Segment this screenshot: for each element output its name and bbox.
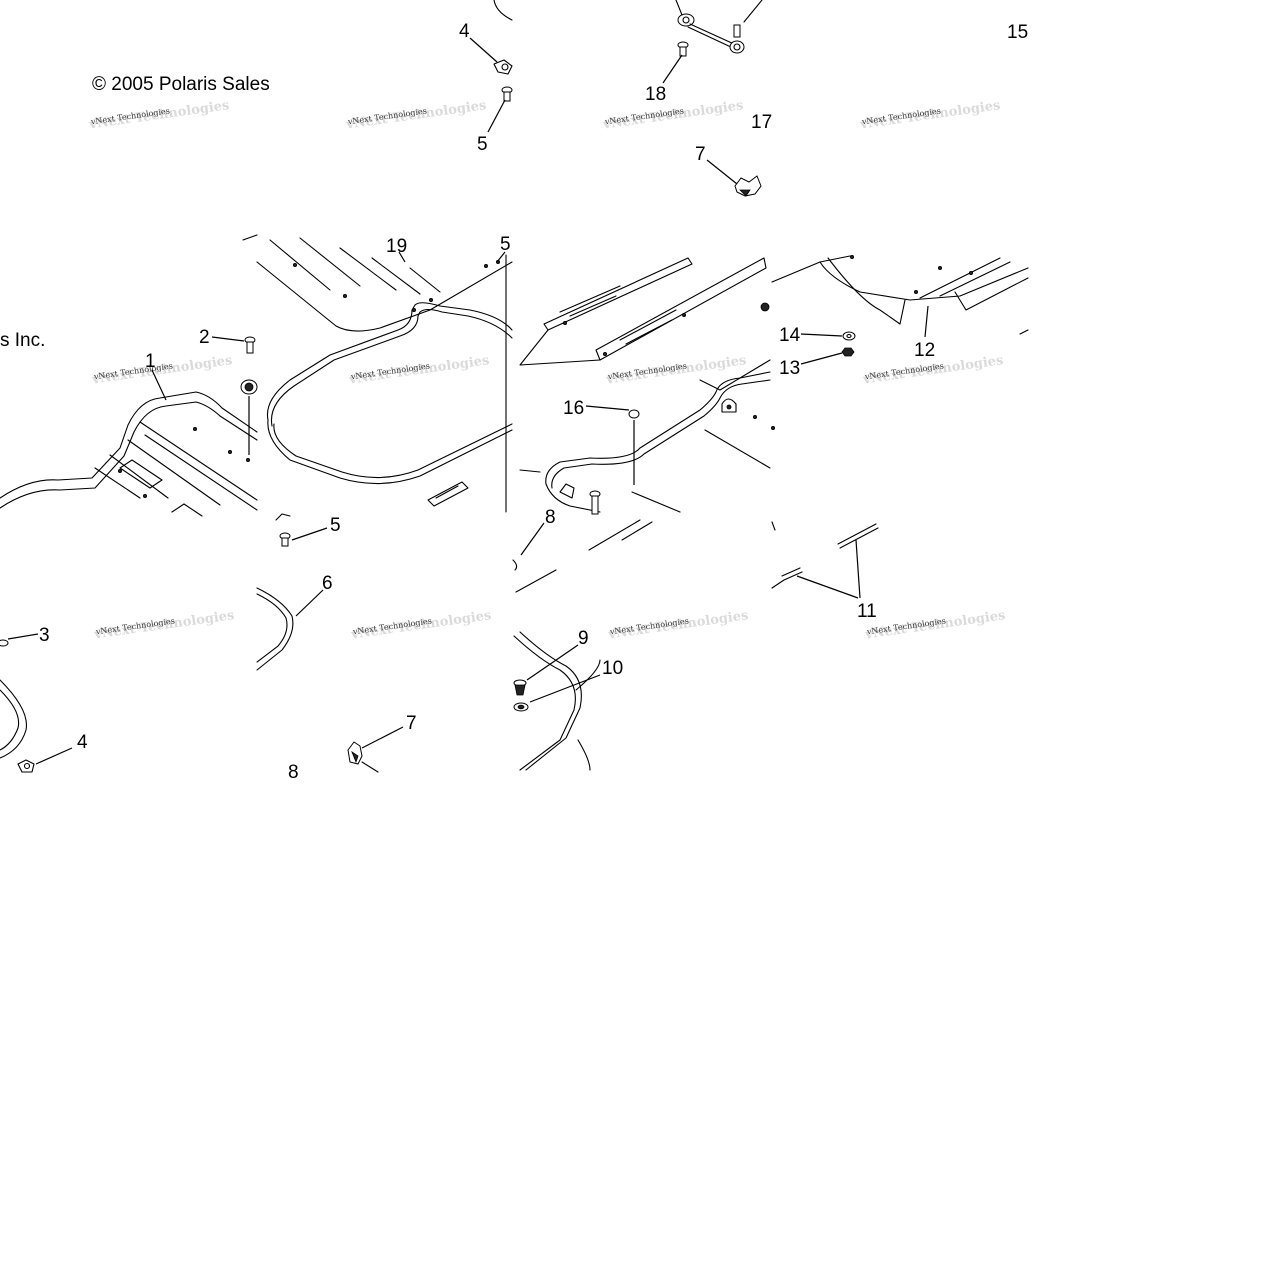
copyright-text: © 2005 Polaris Sales: [92, 74, 270, 95]
leader-5-bottom: [291, 527, 328, 541]
leader-12: [924, 305, 929, 338]
leader-11a: [855, 539, 861, 599]
leader-1: [151, 369, 167, 401]
tile-mid-right: 12 14 13: [771, 254, 1029, 379]
watermark-layer: vNext Technologies vNext Technologies vN…: [87, 98, 1006, 643]
tile-top-third: 18 17 7: [645, 0, 772, 197]
callout-16: 16: [563, 398, 584, 419]
callout-10: 10: [602, 658, 623, 679]
leader-10: [529, 674, 601, 703]
fastener-icon: [0, 639, 9, 647]
rail-bracket-icon: [519, 257, 767, 366]
cover-panel-icon: [256, 237, 513, 332]
leader-7-bottom: [361, 726, 404, 749]
callout-17: 17: [751, 112, 772, 133]
grommet-icon: [559, 483, 575, 499]
callout-15: 15: [1007, 22, 1028, 43]
leader-13: [800, 352, 843, 365]
tile-bottom-right: 11: [771, 521, 879, 622]
leader-16: [585, 405, 630, 411]
nut-icon: [841, 347, 855, 357]
leader-3: [7, 633, 39, 640]
tile-top-right: 15: [1007, 22, 1028, 43]
callout-14: 14: [779, 325, 801, 346]
callout-12: 12: [914, 340, 935, 361]
callout-9: 9: [578, 628, 589, 649]
washer-icon: [513, 702, 529, 712]
clip-fastener-icon: [17, 759, 35, 773]
bolt-icon: [589, 490, 601, 515]
callout-5-mid: 5: [500, 234, 511, 255]
fastener-icon: [628, 409, 640, 485]
screw-fastener-icon: [279, 532, 291, 547]
screw-fastener-icon: [513, 679, 527, 696]
leader-14: [800, 333, 843, 337]
callout-6: 6: [322, 573, 333, 594]
callout-4-bottom: 4: [77, 732, 88, 753]
bracket-icon: [427, 481, 469, 507]
callout-8-partial: 8: [288, 762, 299, 783]
callout-2: 2: [199, 327, 210, 348]
leader-18: [662, 54, 683, 84]
leader-5-top: [487, 99, 506, 133]
leader-5-mid: [496, 251, 506, 263]
leader-6: [295, 589, 324, 617]
screw-fastener-icon: [677, 41, 689, 57]
callout-7-top: 7: [695, 144, 706, 165]
wing-nut-icon: [734, 175, 762, 197]
tile-mid-second: 19 5: [256, 234, 513, 513]
seal-strip-icon: [545, 371, 771, 513]
copyright-text-cont: s Inc.: [0, 330, 45, 351]
leader-8: [520, 522, 545, 556]
callout-8: 8: [545, 507, 556, 528]
callout-11: 11: [857, 601, 877, 622]
leader-11b: [796, 575, 859, 599]
grommet-icon: [240, 379, 258, 455]
tile-mid-third: 16: [519, 257, 776, 515]
callout-7-bottom: 7: [406, 713, 417, 734]
leader-19: [398, 251, 406, 263]
wing-nut-icon: [347, 741, 379, 773]
seal-strip-icon: [513, 631, 601, 771]
seal-strip-icon: [256, 587, 294, 671]
tile-bottom-second: 5 6 7 8: [256, 513, 417, 783]
tile-top-left: © 2005 Polaris Sales: [92, 74, 270, 95]
leader-4-top: [469, 37, 498, 63]
leader-4-bottom: [35, 747, 73, 765]
leader-9: [526, 644, 579, 681]
callout-13: 13: [779, 358, 800, 379]
tile-mid-left: s Inc. 1 2: [0, 234, 258, 517]
screw-fastener-icon: [501, 86, 513, 102]
leader-7-top: [706, 159, 738, 185]
callout-19: 19: [386, 236, 407, 257]
seal-strip-icon: [266, 302, 513, 485]
screw-fastener-icon: [244, 336, 256, 354]
cover-panel-edge: [493, 0, 513, 21]
clip-fastener-icon: [493, 59, 513, 75]
grommet-icon: [721, 398, 737, 413]
callout-5-top: 5: [477, 134, 488, 155]
callout-5-bottom: 5: [330, 515, 341, 536]
callout-1: 1: [145, 351, 156, 372]
floor-panel-icon: [0, 234, 258, 517]
leader-2: [211, 336, 245, 342]
callout-18: 18: [645, 84, 666, 105]
tile-top-second: 4 5: [459, 0, 513, 155]
cover-panel-icon: [771, 254, 1029, 335]
tile-bottom-third: 8 9 10: [512, 507, 653, 771]
trim-strip-icon: [771, 521, 879, 589]
callout-3: 3: [39, 625, 50, 646]
strap-icon: [675, 0, 763, 54]
callout-4-top: 4: [459, 21, 470, 42]
tile-bottom-left: 3 4: [0, 625, 88, 773]
washer-icon: [842, 331, 856, 341]
